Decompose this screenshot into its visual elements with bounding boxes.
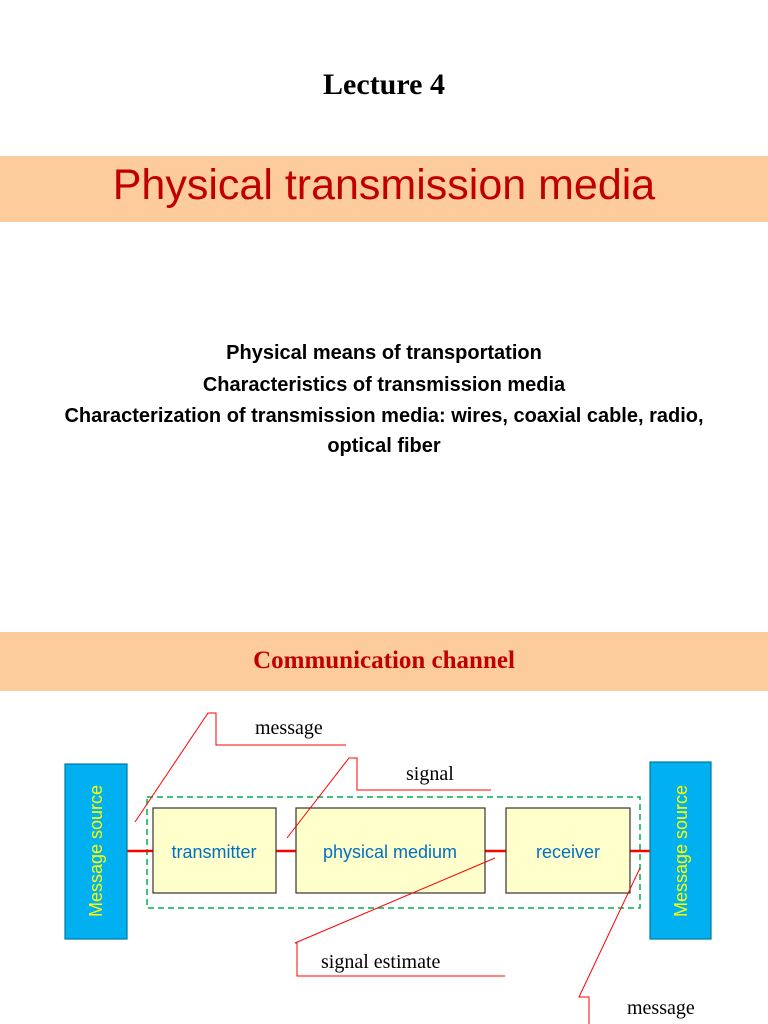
channel-boundary [146, 796, 641, 909]
callout-signal-estimate: signal estimate [321, 951, 441, 973]
callout-lines [134, 712, 641, 1024]
transmitter-label: transmitter [171, 842, 256, 862]
callout-signal: signal [406, 763, 454, 785]
callout-message-bottom: message [627, 997, 695, 1019]
source-block-left: Message source [64, 763, 128, 940]
physical-medium-label: physical medium [323, 842, 457, 862]
callout-message-top: message [255, 717, 323, 739]
title-band: Physical transmission media [0, 156, 768, 222]
receiver-label: receiver [536, 842, 600, 862]
transmitter-block: transmitter [152, 807, 277, 894]
physical-medium-block: physical medium [295, 807, 486, 894]
lecture-label: Lecture 4 [323, 68, 445, 101]
topic-list: Physical means of transportation Charact… [40, 337, 728, 461]
topic-item: Physical means of transportation [226, 342, 542, 364]
source-block-right: Message source [649, 761, 712, 940]
slide-title: Physical transmission media [112, 161, 656, 209]
topic-item: Characterization of transmission media: … [64, 405, 704, 457]
section-title: Communication channel [253, 647, 515, 674]
receiver-block: receiver [505, 807, 631, 894]
section-band: Communication channel [0, 632, 768, 691]
source-right-label: Message source [671, 785, 691, 917]
source-left-label: Message source [86, 785, 106, 917]
topic-item: Characteristics of transmission media [202, 374, 566, 396]
